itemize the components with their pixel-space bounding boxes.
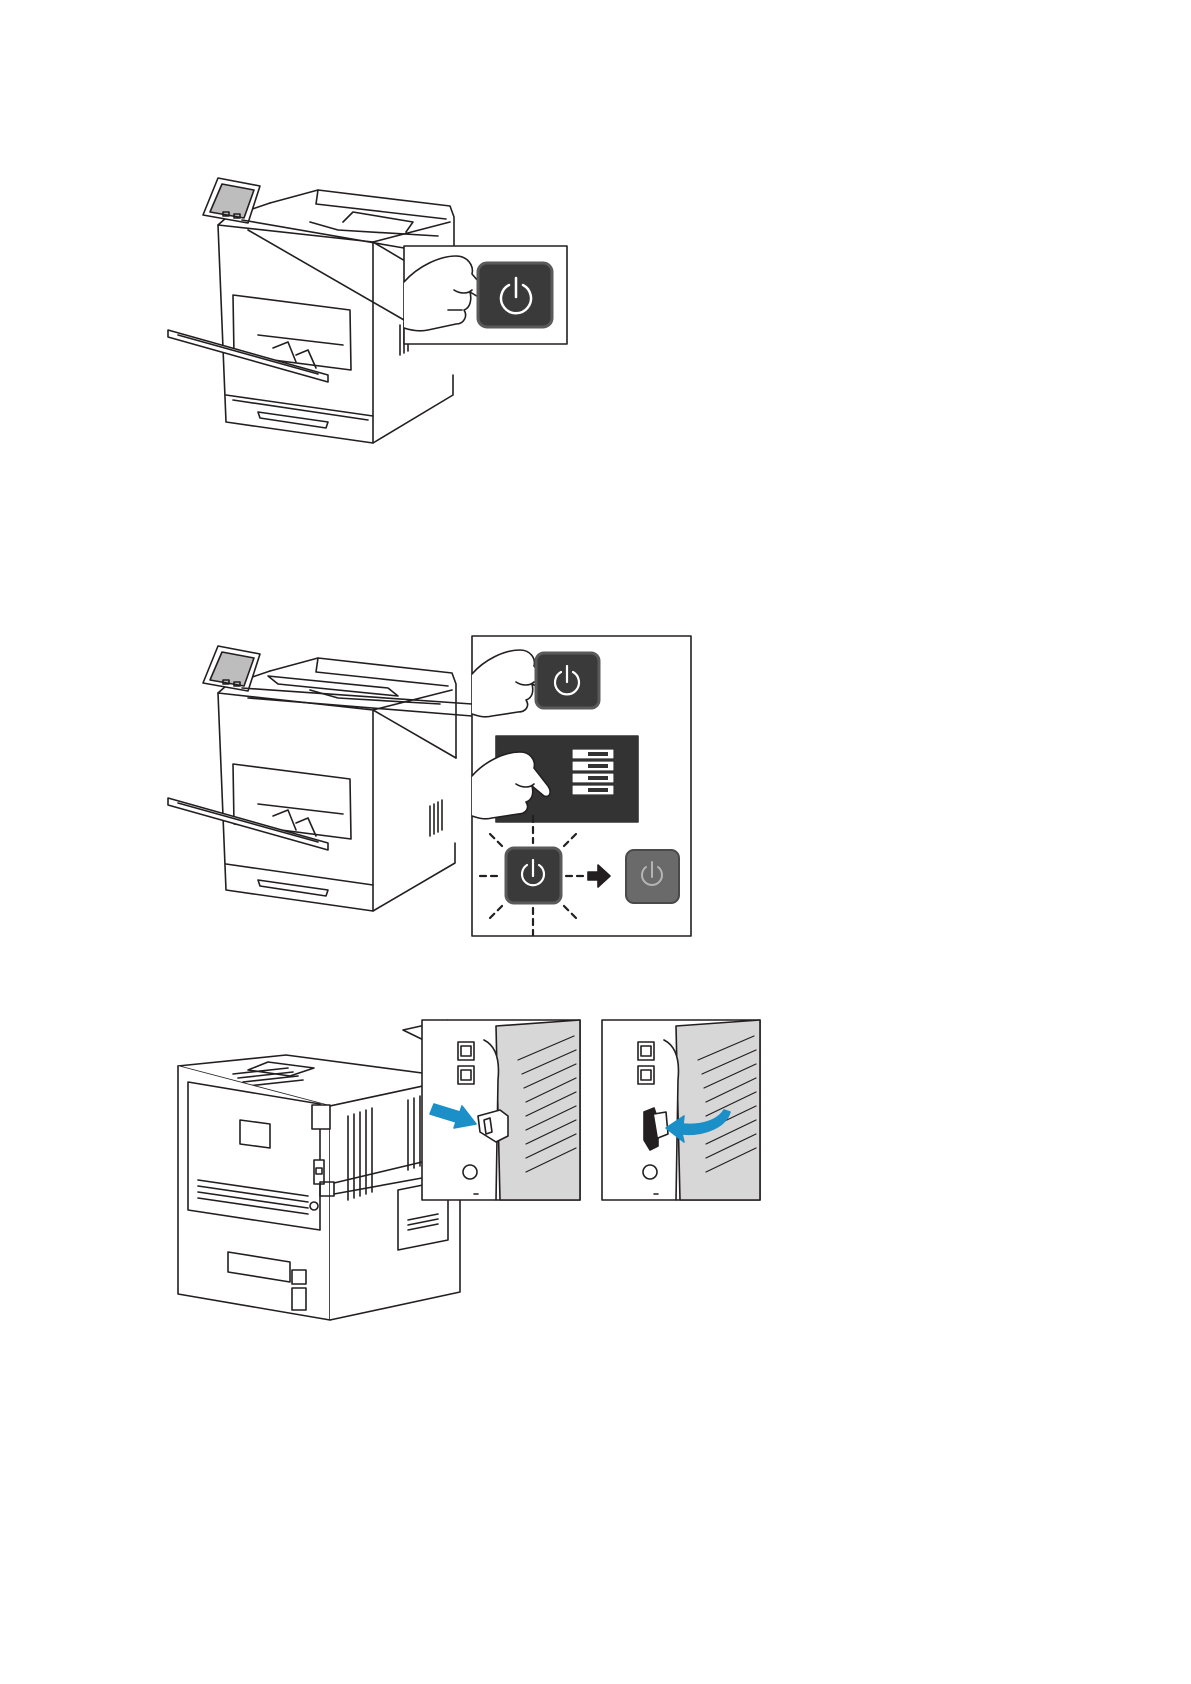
printer-front-illustration [178, 170, 618, 445]
inset-switch-flipped [602, 1020, 760, 1200]
figure-power-off-menu [178, 636, 698, 946]
printer-front-icon [168, 646, 456, 911]
printer-power-menu-illustration [178, 636, 698, 946]
inset-push-switch [422, 1020, 580, 1200]
power-button-icon [626, 850, 679, 903]
power-button-icon [536, 653, 599, 708]
figure-press-power-button [178, 170, 618, 445]
power-button-icon [478, 263, 552, 327]
printer-rear-illustration [178, 1020, 838, 1320]
figure-rear-power-switch [178, 1020, 838, 1320]
